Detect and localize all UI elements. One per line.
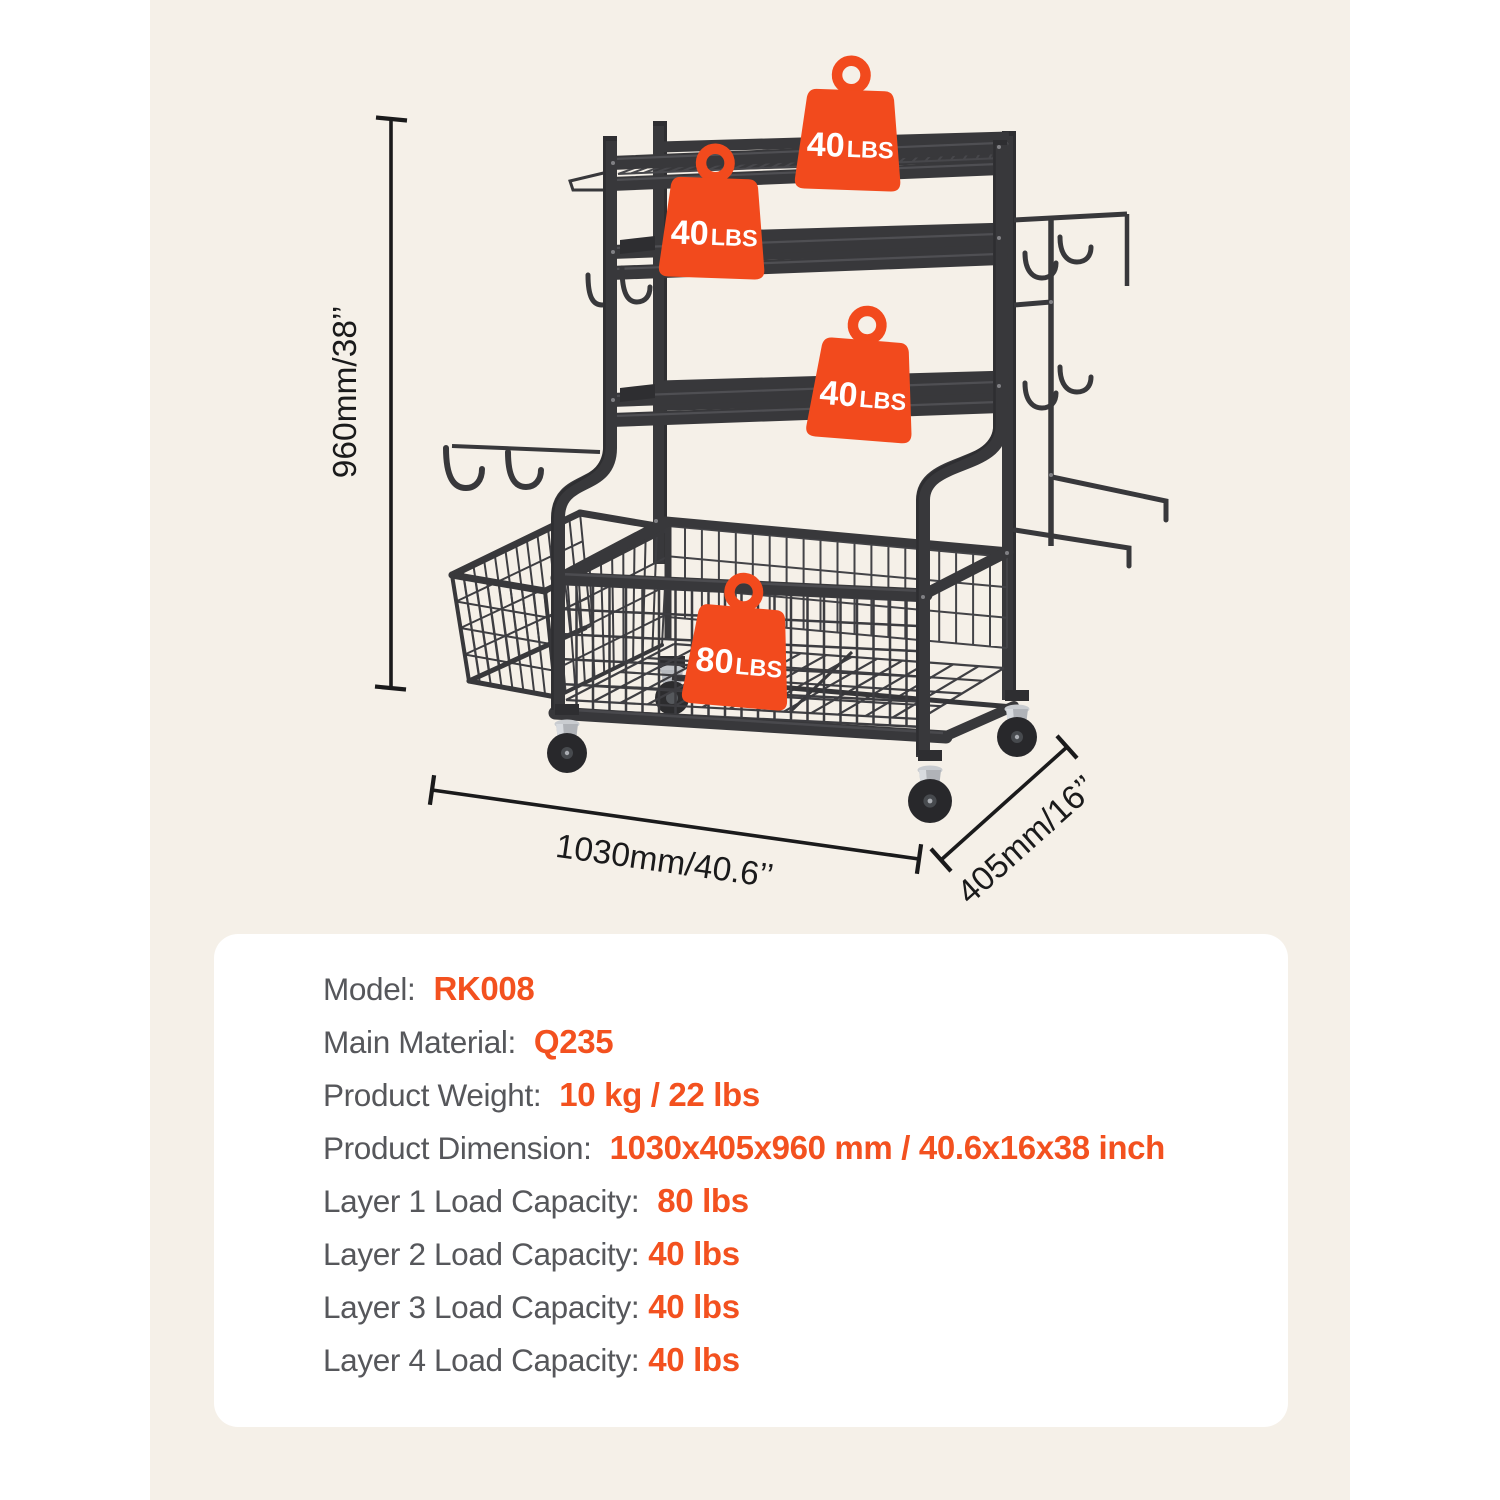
svg-text:LBS: LBS <box>846 136 894 164</box>
svg-text:960mm/38’’: 960mm/38’’ <box>327 306 364 479</box>
svg-text:LBS: LBS <box>734 653 783 683</box>
svg-text:405mm/16’’: 405mm/16’’ <box>950 769 1103 912</box>
svg-text:40: 40 <box>806 126 845 165</box>
svg-text:1030mm/40.6’’: 1030mm/40.6’’ <box>553 828 775 896</box>
svg-text:40: 40 <box>670 214 709 253</box>
svg-text:80: 80 <box>694 640 735 681</box>
svg-text:LBS: LBS <box>858 386 907 416</box>
svg-text:LBS: LBS <box>710 224 758 252</box>
svg-text:40: 40 <box>818 374 859 415</box>
